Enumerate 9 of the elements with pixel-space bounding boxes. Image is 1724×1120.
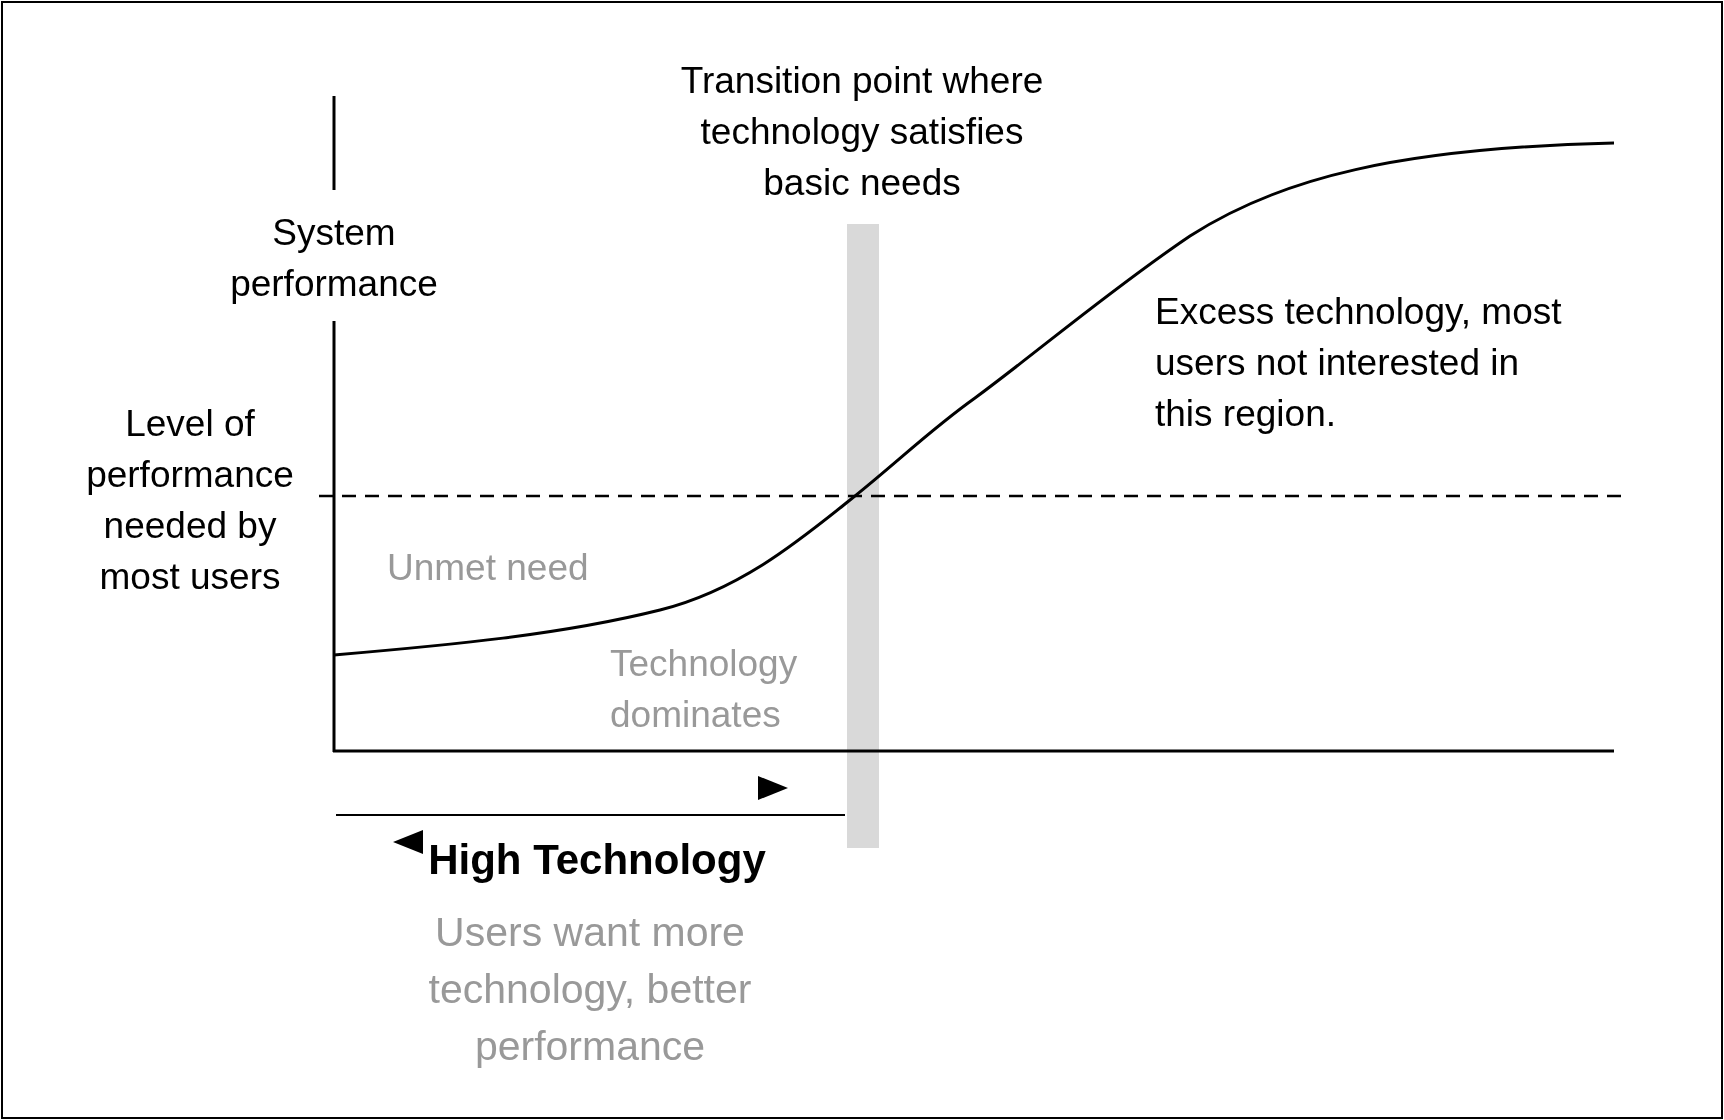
region-label: Technology dominates <box>610 642 799 737</box>
transition-note: Transition point where technology satisfies basic needs <box>679 59 1045 205</box>
region-note: Excess technology, most users not interested in this region. <box>1155 290 1563 436</box>
axis-label: System performance <box>229 211 439 306</box>
range-note: Users want more technology, better performance <box>427 908 753 1071</box>
threshold-label: Level of performance needed by most users <box>85 402 295 599</box>
transition-bar <box>847 224 879 848</box>
region-label: Unmet need <box>387 546 590 590</box>
range-title: High Technology <box>427 835 767 885</box>
